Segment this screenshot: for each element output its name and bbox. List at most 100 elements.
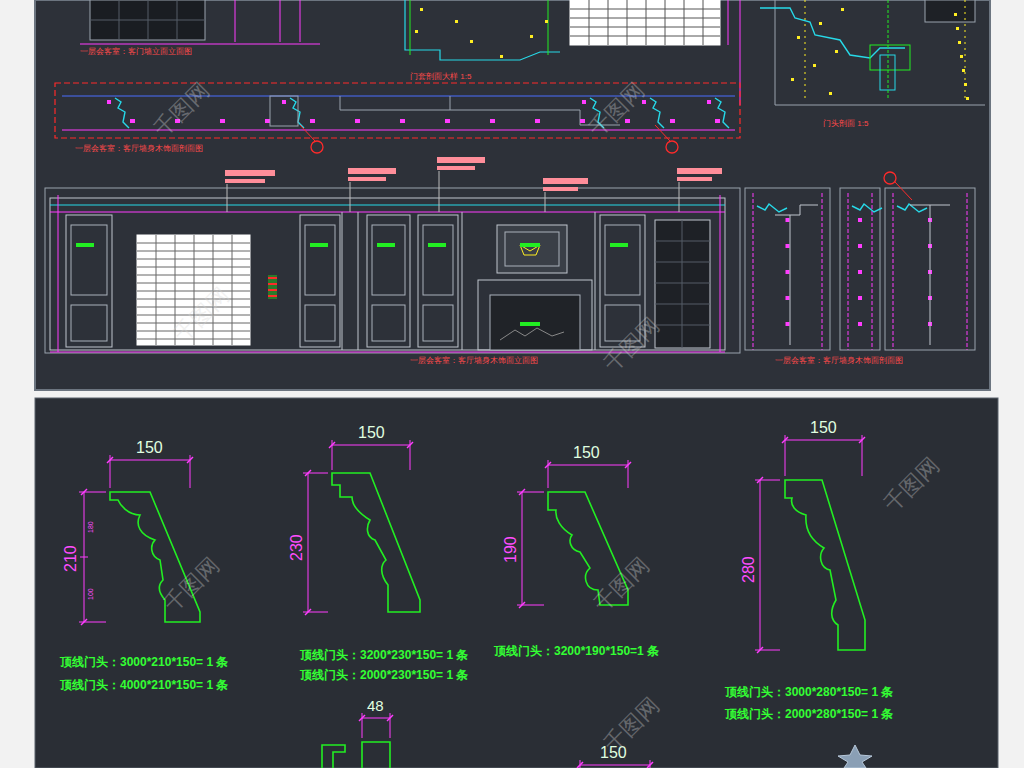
dimension-tick bbox=[407, 442, 413, 448]
window bbox=[90, 0, 205, 40]
swatch-strip bbox=[268, 283, 277, 285]
bottom-panel bbox=[35, 398, 998, 768]
cad-line bbox=[570, 27, 720, 28]
drawing-caption: 一层会客室：客门墙立面立面图 bbox=[80, 48, 192, 57]
marker bbox=[786, 244, 790, 248]
marker bbox=[470, 40, 473, 43]
section-profile bbox=[405, 0, 560, 60]
dimension-tick bbox=[859, 437, 865, 443]
mirror-frame bbox=[505, 232, 559, 266]
marker bbox=[130, 119, 135, 123]
marker bbox=[265, 119, 270, 123]
swatch-strip bbox=[268, 289, 277, 291]
schedule-table bbox=[570, 0, 720, 45]
marker bbox=[797, 36, 800, 39]
marker bbox=[282, 100, 286, 104]
marker bbox=[786, 322, 790, 326]
dimension-text: 100 bbox=[87, 588, 95, 600]
elevation-drawings bbox=[45, 0, 985, 353]
crown-molding-profile bbox=[785, 480, 865, 650]
marker bbox=[858, 322, 862, 326]
cad-line bbox=[570, 36, 720, 37]
marker bbox=[835, 50, 838, 53]
top-panel bbox=[35, 0, 990, 390]
marker bbox=[500, 55, 503, 58]
marker bbox=[220, 119, 225, 123]
drawing-caption: 一层会客室：客厅墙身木饰面立面图 bbox=[410, 357, 538, 366]
dimension-tick bbox=[519, 602, 525, 608]
dimension-line bbox=[720, 195, 721, 352]
dimension-tick bbox=[545, 462, 551, 468]
molding-mark bbox=[650, 98, 664, 128]
dimension-tick bbox=[577, 762, 583, 768]
marker bbox=[791, 78, 794, 81]
leader-line bbox=[679, 182, 680, 212]
door bbox=[655, 220, 710, 348]
dimension-line bbox=[785, 440, 862, 441]
dimension-text: 280 bbox=[740, 556, 758, 583]
material-note: 顶线门头：2000*280*150= 1 条 bbox=[725, 708, 893, 721]
dimension-line bbox=[58, 195, 59, 352]
marker bbox=[400, 119, 405, 123]
dimension-text: 210 bbox=[62, 545, 80, 572]
section-box bbox=[270, 96, 298, 126]
fireplace bbox=[490, 295, 580, 350]
dimension-tick bbox=[782, 437, 788, 443]
cad-line bbox=[50, 204, 725, 205]
marker bbox=[445, 119, 450, 123]
cad-line bbox=[235, 0, 236, 42]
section-outline bbox=[775, 205, 818, 345]
marker bbox=[535, 119, 540, 123]
marker bbox=[310, 243, 328, 247]
dimension-line bbox=[308, 473, 309, 612]
molding-mark bbox=[757, 204, 787, 212]
drawing-caption: 一层会客室：客厅墙身木饰面剖面图 bbox=[75, 145, 203, 154]
cad-line bbox=[342, 212, 343, 350]
cad-line bbox=[888, 0, 889, 100]
dimension-text: 150 bbox=[810, 419, 837, 437]
marker bbox=[707, 100, 711, 104]
molding-profiles bbox=[110, 473, 872, 768]
dimension-line bbox=[580, 765, 650, 766]
dimension-tick bbox=[647, 762, 653, 768]
note-tag bbox=[437, 166, 475, 170]
cad-line bbox=[595, 212, 596, 350]
dimension-line bbox=[362, 718, 390, 719]
marker bbox=[520, 243, 540, 247]
cad-line bbox=[805, 0, 806, 100]
dimension-line bbox=[80, 44, 320, 45]
wall-panel bbox=[71, 305, 107, 341]
note-tag bbox=[225, 179, 265, 183]
cad-line bbox=[665, 0, 666, 45]
marker bbox=[76, 243, 94, 247]
cad-line bbox=[50, 212, 725, 213]
note-tag bbox=[677, 168, 722, 174]
cad-line bbox=[410, 0, 411, 55]
marker bbox=[813, 64, 816, 67]
leader-line bbox=[439, 171, 440, 212]
dimension-text: 150 bbox=[573, 444, 600, 462]
callout-circle bbox=[884, 172, 896, 184]
marker bbox=[355, 119, 360, 123]
dimension-tick bbox=[305, 470, 311, 476]
wall-panel bbox=[305, 225, 335, 295]
marker bbox=[819, 22, 822, 25]
material-note: 顶线门头：2000*230*150= 1 条 bbox=[300, 669, 468, 682]
cad-line bbox=[822, 193, 823, 350]
cad-line bbox=[627, 0, 628, 45]
marker bbox=[582, 100, 586, 104]
dimension-text: 150 bbox=[358, 424, 385, 442]
marker bbox=[625, 119, 630, 123]
note-tag bbox=[543, 187, 578, 191]
cad-line bbox=[646, 0, 647, 45]
marker bbox=[858, 270, 862, 274]
leader-line bbox=[350, 182, 351, 212]
marker bbox=[858, 244, 862, 248]
material-note: 顶线门头：4000*210*150= 1 条 bbox=[60, 679, 228, 692]
section-frame bbox=[885, 188, 975, 350]
wall-panel bbox=[423, 305, 453, 341]
dimension-tick bbox=[625, 462, 631, 468]
marker bbox=[610, 243, 628, 247]
cad-line bbox=[895, 182, 912, 200]
